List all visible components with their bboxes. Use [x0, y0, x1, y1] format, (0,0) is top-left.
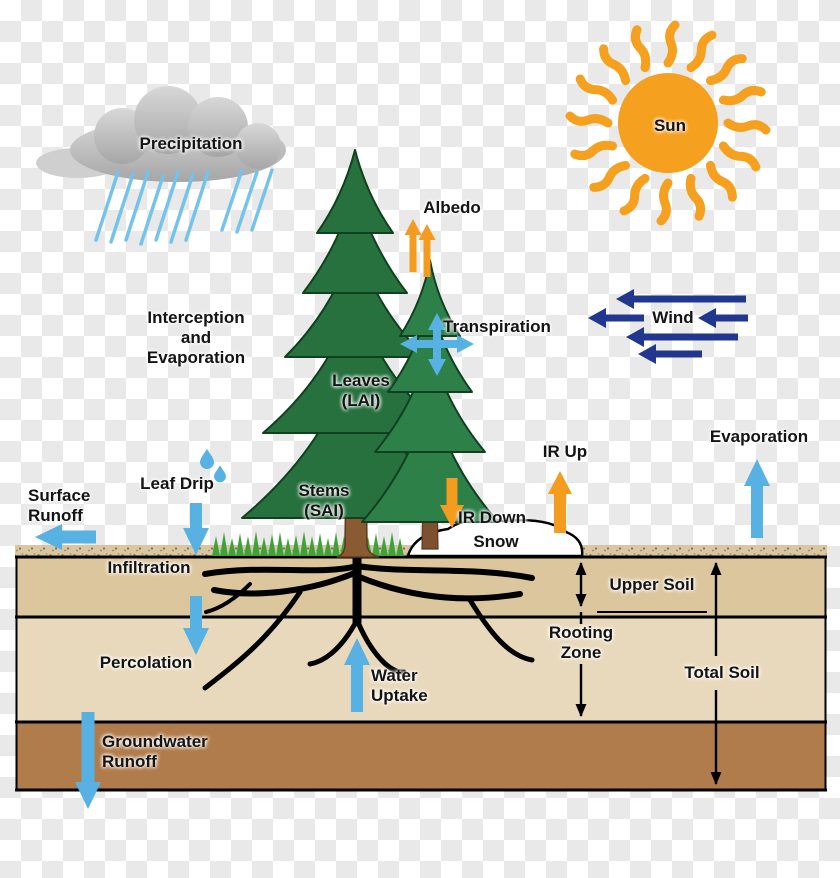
wind-arrows: [588, 289, 748, 364]
deep-soil-layer: [16, 722, 826, 790]
label-surface-runoff: Surface Runoff: [28, 485, 91, 525]
water-flux-arrows: [35, 313, 770, 809]
label-transpiration: Transpiration: [443, 316, 551, 336]
conifer-tree-large: [241, 149, 469, 519]
label-evaporation: Evaporation: [709, 426, 809, 446]
label-rooting-zone: Rooting Zone: [548, 622, 614, 662]
label-sun: Sun: [653, 115, 687, 135]
root-system: [202, 551, 535, 691]
label-groundwater-runoff: Groundwater Runoff: [102, 731, 208, 771]
rain-streaks: [94, 168, 274, 246]
lower-soil-layer: [16, 617, 826, 722]
label-ir-up: IR Up: [542, 441, 588, 461]
leaf-drip-droplet-icon: [200, 449, 226, 483]
label-precipitation: Precipitation: [139, 133, 243, 153]
cloud-icon: [36, 86, 286, 182]
label-wind: Wind: [652, 307, 694, 327]
radiation-arrows: [404, 219, 572, 533]
label-percolation: Percolation: [99, 652, 193, 672]
label-interception-evaporation: Interception and Evaporation: [146, 307, 246, 368]
label-ir-down: IR Down: [458, 507, 526, 527]
label-infiltration: Infiltration: [107, 557, 191, 577]
grass: [212, 531, 404, 556]
label-leaf-drip: Leaf Drip: [140, 473, 214, 493]
sun-icon: [565, 20, 771, 226]
label-upper-soil: Upper Soil: [609, 574, 695, 594]
label-water-uptake: Water Uptake: [371, 665, 428, 705]
upper-soil-layer: [16, 557, 826, 617]
label-stems-sai: Stems (SAI): [298, 480, 350, 520]
label-snow: Snow: [473, 531, 519, 551]
label-total-soil: Total Soil: [684, 662, 760, 682]
depth-dimension-lines: [575, 562, 722, 785]
label-albedo: Albedo: [423, 197, 481, 217]
label-leaves-lai: Leaves (LAI): [332, 370, 390, 410]
